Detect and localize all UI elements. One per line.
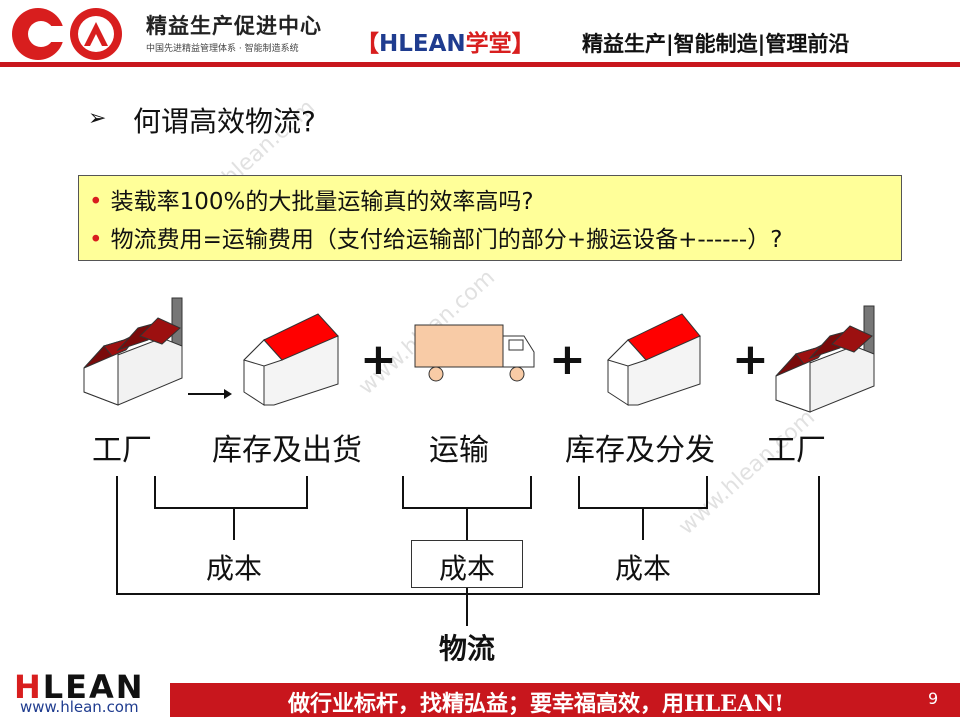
bullet-arrow-icon: ➢ bbox=[88, 106, 107, 131]
warehouse-icon bbox=[243, 313, 339, 406]
stage-label-storage-distribution: 库存及分发 bbox=[565, 433, 715, 468]
page-number: 9 bbox=[928, 689, 939, 708]
cost-bracket bbox=[402, 476, 532, 540]
slide-question: 何谓高效物流? bbox=[133, 105, 316, 138]
header-divider bbox=[0, 62, 960, 67]
note-text: 物流费用=运输费用（支付给运输部门的部分+搬运设备+------）? bbox=[110, 227, 783, 253]
warehouse-icon bbox=[607, 313, 701, 406]
academy-title: 【HLEAN学堂】 bbox=[356, 24, 535, 58]
bracket-open: 【 bbox=[356, 31, 379, 57]
factory-icon bbox=[775, 305, 875, 413]
footer-bar bbox=[170, 683, 960, 717]
plus-sign: + bbox=[549, 334, 586, 385]
bracket-close: 】 bbox=[511, 31, 535, 57]
plus-sign: + bbox=[732, 334, 769, 385]
flow-arrow-icon bbox=[188, 389, 232, 399]
center-logo-icon bbox=[12, 8, 122, 60]
factory-icon bbox=[83, 297, 183, 406]
cost-bracket bbox=[154, 476, 308, 540]
footer-logo-h: H bbox=[14, 668, 43, 706]
header-motto: 精益生产|智能制造|管理前沿 bbox=[582, 32, 850, 56]
stage-label-transport: 运输 bbox=[429, 433, 489, 468]
org-tagline: 中国先进精益管理体系 · 智能制造系统 bbox=[146, 44, 299, 54]
cost-label: 成本 bbox=[614, 552, 672, 585]
cost-label: 成本 bbox=[438, 552, 496, 585]
stage-label-factory-start: 工厂 bbox=[92, 433, 152, 468]
footer-logo: HLEAN bbox=[14, 668, 145, 706]
org-name: 精益生产促进中心 bbox=[146, 14, 322, 38]
academy-suffix: 学堂 bbox=[465, 31, 512, 57]
header: 精益生产促进中心 中国先进精益管理体系 · 智能制造系统 【HLEAN学堂】 精… bbox=[0, 0, 960, 72]
total-bracket bbox=[116, 476, 820, 626]
bullet-dot-icon: • bbox=[89, 189, 103, 215]
note-box: • 装载率100%的大批量运输真的效率高吗? • 物流费用=运输费用（支付给运输部门… bbox=[78, 175, 902, 261]
note-item: • 物流费用=运输费用（支付给运输部门的部分+搬运设备+------）? bbox=[89, 220, 782, 254]
plus-sign: + bbox=[360, 334, 397, 385]
cost-box bbox=[411, 540, 523, 588]
footer-slogan: 做行业标杆，找精弘益；要幸福高效，用HLEAN! bbox=[288, 691, 784, 717]
cost-bracket bbox=[578, 476, 708, 540]
stage-label-storage-shipping: 库存及出货 bbox=[212, 433, 362, 468]
footer-url: www.hlean.com bbox=[20, 698, 139, 716]
logistics-total-label: 物流 bbox=[438, 632, 496, 665]
stage-label-factory-end: 工厂 bbox=[766, 433, 826, 468]
truck-icon bbox=[414, 324, 535, 382]
academy-brand: HLEAN bbox=[379, 31, 466, 57]
cost-label: 成本 bbox=[205, 552, 263, 585]
note-item: • 装载率100%的大批量运输真的效率高吗? bbox=[89, 182, 534, 216]
note-text: 装载率100%的大批量运输真的效率高吗? bbox=[110, 189, 534, 215]
footer-logo-rest: LEAN bbox=[42, 668, 145, 706]
bullet-dot-icon: • bbox=[89, 227, 103, 253]
